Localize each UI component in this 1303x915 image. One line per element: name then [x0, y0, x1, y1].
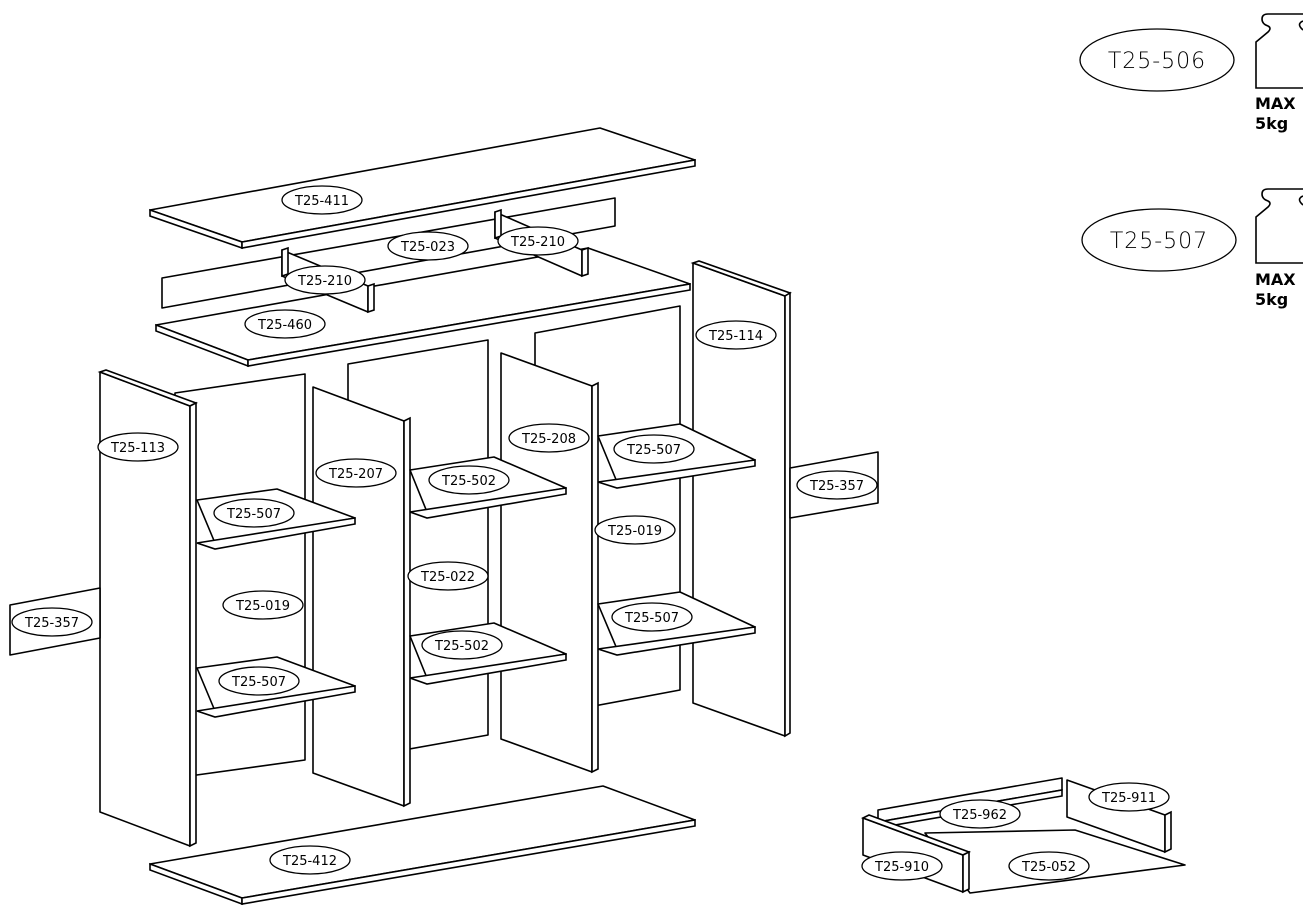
label-text: T25-019	[235, 599, 290, 614]
label-bottom-board: T25-412	[269, 845, 351, 875]
label-text: T25-460	[257, 318, 312, 333]
weight-icon	[1255, 13, 1303, 89]
label-text: T25-210	[510, 235, 565, 250]
label-text: T25-357	[24, 616, 79, 631]
label-back-right: T25-019	[594, 515, 676, 545]
legend-weight: 5kg	[1255, 114, 1288, 133]
label-divider-right: T25-210	[497, 226, 579, 256]
label-drawer-back: T25-962	[939, 799, 1021, 829]
legend-code: T25-506	[1108, 49, 1206, 74]
label-text: T25-911	[1101, 791, 1156, 806]
label-text: T25-023	[400, 240, 455, 255]
label-divider-left: T25-210	[284, 265, 366, 295]
weight-icon	[1255, 188, 1303, 264]
label-text: T25-507	[626, 443, 681, 458]
legend-max: MAX	[1255, 270, 1296, 289]
label-text: T25-052	[1021, 860, 1076, 875]
label-rail-right: T25-357	[796, 470, 878, 500]
label-drawer-front: T25-910	[861, 851, 943, 881]
side-panel-left	[97, 369, 199, 848]
label-text: T25-502	[441, 474, 496, 489]
label-text: T25-962	[952, 808, 1007, 823]
label-text: T25-210	[297, 274, 352, 289]
label-text: T25-910	[874, 860, 929, 875]
label-text: T25-207	[328, 467, 383, 482]
label-rail-left: T25-357	[11, 607, 93, 637]
label-divider-1: T25-207	[315, 458, 397, 488]
label-text: T25-502	[434, 639, 489, 654]
label-text: T25-114	[708, 329, 763, 344]
label-back-left: T25-019	[222, 590, 304, 620]
label-drawer-bottom: T25-052	[1008, 851, 1090, 881]
label-shelf-right-bottom: T25-507	[611, 602, 693, 632]
label-text: T25-507	[231, 675, 286, 690]
label-text: T25-019	[607, 524, 662, 539]
legend-weight: 5kg	[1255, 290, 1288, 309]
label-back-upper: T25-023	[387, 231, 469, 261]
label-shelf-left-top: T25-507	[213, 498, 295, 528]
divider-panel-1	[312, 386, 411, 808]
label-drawer-side-right: T25-911	[1088, 782, 1170, 812]
divider-panel-2	[500, 352, 599, 774]
label-text: T25-411	[294, 194, 349, 209]
label-upper-shelf: T25-460	[244, 309, 326, 339]
legend-item-2: T25-507 MAX 5kg	[1081, 188, 1303, 309]
label-shelf-left-bottom: T25-507	[218, 666, 300, 696]
label-top-board: T25-411	[281, 185, 363, 215]
label-shelf-right-top: T25-507	[613, 434, 695, 464]
legend-max: MAX	[1255, 94, 1296, 113]
label-back-mid: T25-022	[407, 561, 489, 591]
top-board	[149, 127, 696, 250]
label-text: T25-507	[226, 507, 281, 522]
label-text: T25-507	[624, 611, 679, 626]
label-divider-2: T25-208	[508, 423, 590, 453]
label-text: T25-208	[521, 432, 576, 447]
bottom-board	[149, 785, 696, 906]
label-side-right: T25-114	[695, 320, 777, 350]
label-shelf-mid-top: T25-502	[428, 465, 510, 495]
legend-item-1: T25-506 MAX 5kg	[1079, 13, 1303, 133]
label-text: T25-113	[110, 441, 165, 456]
label-text: T25-357	[809, 479, 864, 494]
label-text: T25-412	[282, 854, 337, 869]
label-shelf-mid-bottom: T25-502	[421, 630, 503, 660]
label-side-left: T25-113	[97, 432, 179, 462]
legend-code: T25-507	[1110, 229, 1208, 254]
label-text: T25-022	[420, 570, 475, 585]
